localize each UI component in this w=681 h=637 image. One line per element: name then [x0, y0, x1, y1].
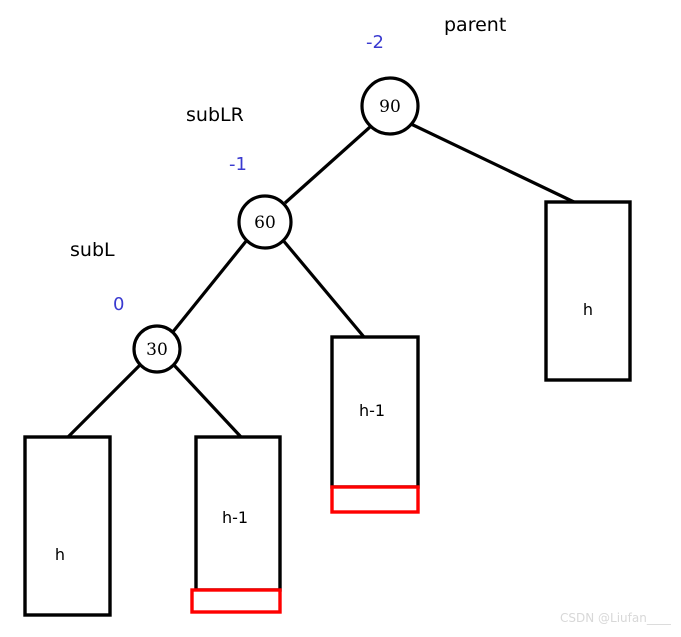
nodes-group: 90 60 30 [132, 76, 420, 374]
node-sublr-60[interactable] [237, 194, 293, 250]
label-sublr: subLR [186, 104, 244, 126]
edge-sublr-to-right-subtree [280, 237, 366, 339]
edge-parent-to-sublr [283, 125, 372, 205]
balance-factor-parent: -2 [366, 32, 384, 53]
subtree-label-subl-right: h-1 [222, 508, 248, 527]
node-subl-30-value: 30 [146, 340, 168, 360]
edge-sublr-to-subl [170, 238, 249, 335]
labels-group: parent -2 subLR -1 subL 0 [70, 14, 506, 315]
node-parent-90-value: 90 [379, 97, 401, 117]
node-parent-90[interactable] [360, 76, 420, 136]
watermark-text: CSDN @Liufan____ [560, 611, 672, 625]
node-subl-30[interactable] [132, 324, 182, 374]
edges-group [66, 122, 575, 439]
edge-parent-to-right-subtree [410, 122, 575, 204]
subtree-box-subl-right[interactable] [194, 435, 282, 592]
subtree-label-parent-right: h [583, 300, 593, 319]
subtree-box-sublr-right[interactable] [330, 335, 420, 489]
balance-factor-subl: 0 [113, 294, 124, 315]
edge-subl-to-right-subtree [171, 362, 243, 439]
edge-subl-to-left-subtree [66, 362, 143, 439]
subtree-label-sublr-right: h-1 [359, 401, 385, 420]
highlight-box-subl-right[interactable] [190, 588, 282, 614]
subtree-box-subl-left[interactable] [23, 435, 112, 617]
subtree-label-subl-left: h [55, 545, 65, 564]
subtree-box-parent-right[interactable] [544, 200, 632, 382]
label-subl: subL [70, 239, 115, 261]
highlight-box-sublr-right[interactable] [330, 485, 420, 514]
label-parent: parent [444, 14, 506, 36]
subtree-boxes-group: h h-1 h h-1 [23, 200, 632, 617]
balance-factor-sublr: -1 [229, 154, 247, 175]
node-sublr-60-value: 60 [254, 213, 276, 233]
